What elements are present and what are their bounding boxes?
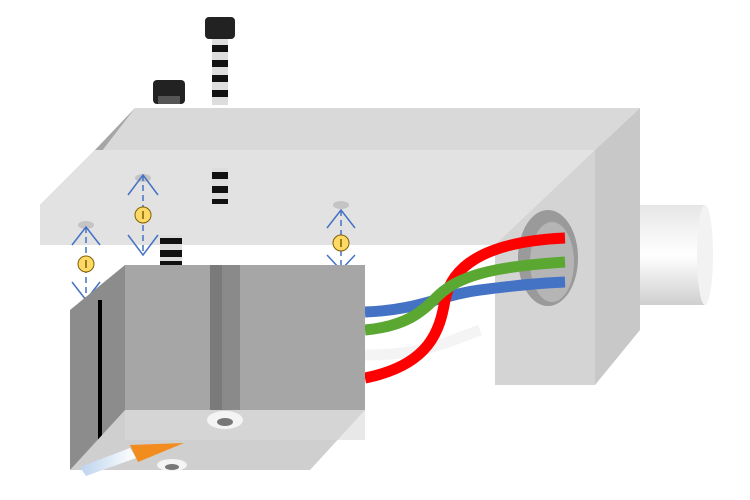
mount-hole [333,201,349,209]
headshell-top-face [95,108,640,150]
stylus-body [130,443,184,462]
stylus [80,443,184,476]
info-marker-icon [332,234,350,252]
cartridge-left-face [70,265,125,470]
info-marker-icon [134,206,152,224]
wire-blue [364,276,566,318]
screw-icon [205,17,235,204]
wire-red [363,232,566,384]
screw-icon [160,235,182,265]
screw-icon [153,80,185,104]
wire-green [364,256,566,336]
info-marker-icon [77,255,95,273]
headshell-side-face [595,108,640,385]
cartridge [70,265,365,471]
cartridge-front-face [125,265,365,410]
wires [363,232,566,384]
mount-hole [78,221,94,229]
stylus-cantilever [80,448,136,476]
headshell-connector [630,205,713,305]
headshell-plate [40,150,595,245]
